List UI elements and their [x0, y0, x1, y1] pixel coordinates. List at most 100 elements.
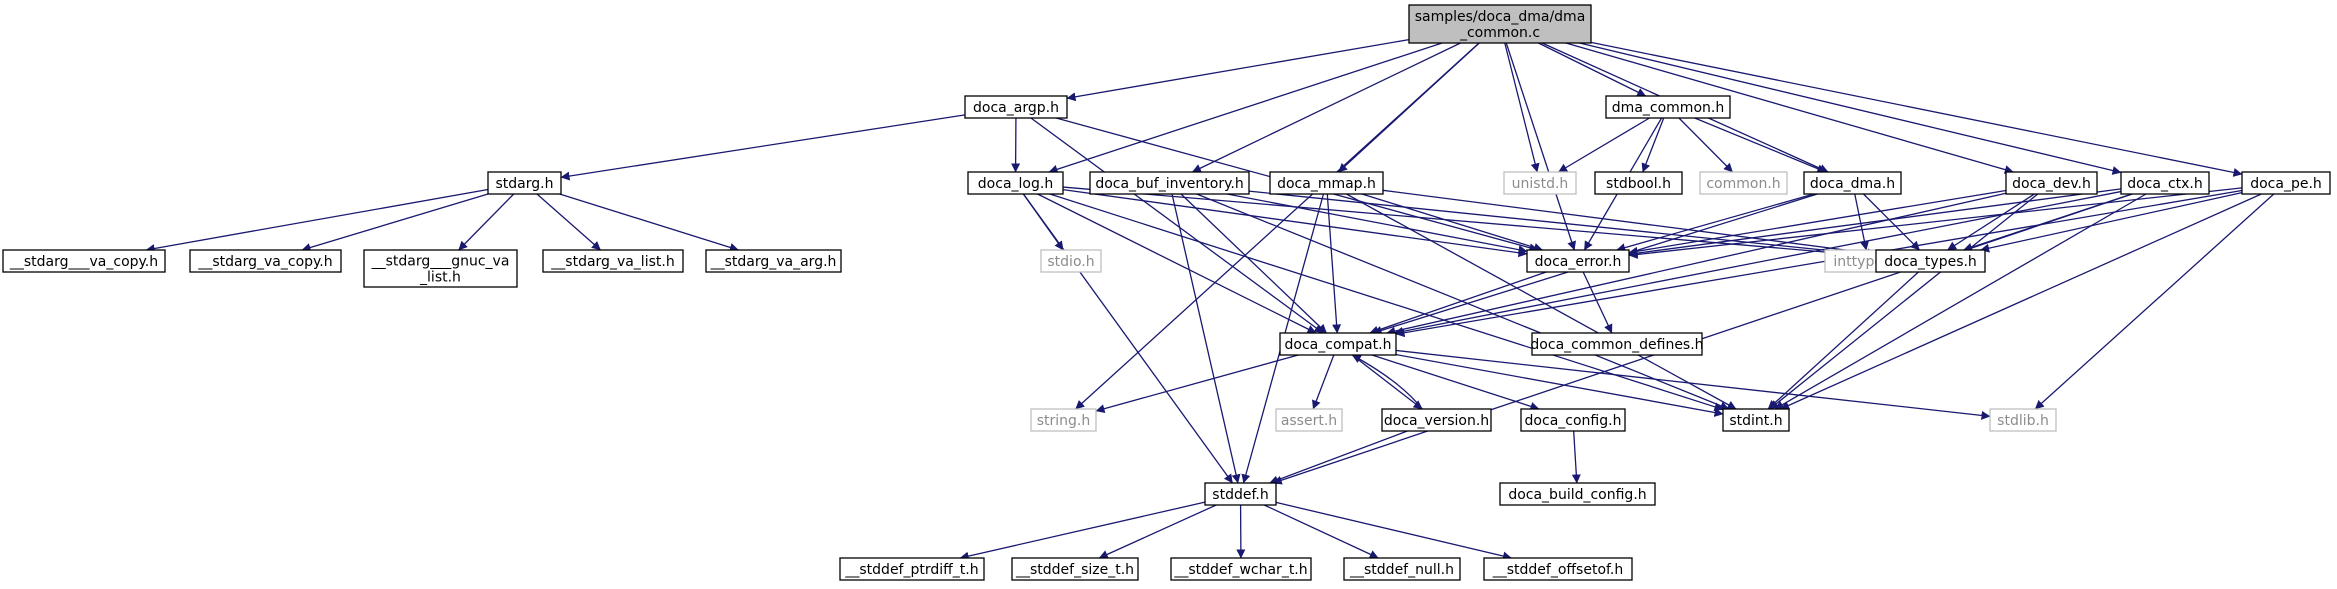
node-box-stdarg-va-arg: [705, 249, 842, 273]
node-doca-version[interactable]: doca_version.h: [1381, 408, 1492, 432]
edge-doca-buf-inventory-to-stddef: [1171, 193, 1241, 484]
node-doca-mmap[interactable]: doca_mmap.h: [1269, 171, 1384, 195]
node-box-stdlib: [1989, 408, 2057, 432]
node-label-doca-buf-inventory: doca_buf_inventory.h: [1095, 176, 1243, 192]
node-label-stddef: stddef.h: [1212, 487, 1268, 503]
edge-root-to-doca-log: [1048, 42, 1443, 174]
node-label-doca-compat: doca_compat.h: [1285, 337, 1392, 353]
edge-stddef-to-stddef-null: [1263, 504, 1379, 559]
node-stdarg-va-copy[interactable]: __stdarg_va_copy.h: [189, 249, 342, 273]
edge-doca-log-to-doca-error: [1062, 188, 1528, 258]
edge-doca-dev-to-stdint: [1769, 193, 2039, 410]
edge-doca-mmap-to-doca-compat: [1326, 193, 1342, 334]
node-label-root: _common.c: [1459, 25, 1540, 41]
node-stdarg[interactable]: stdarg.h: [487, 171, 562, 195]
node-unistd: unistd.h: [1503, 171, 1577, 195]
node-stdarg-va-arg[interactable]: __stdarg_va_arg.h: [705, 249, 842, 273]
node-label-common-h: common.h: [1706, 176, 1780, 192]
node-stdlib: stdlib.h: [1989, 408, 2057, 432]
node-stdarg-va-copy-u[interactable]: __stdarg___va_copy.h: [2, 249, 166, 273]
node-doca-error[interactable]: doca_error.h: [1526, 249, 1630, 273]
edge-doca-error-to-doca-compat: [1369, 271, 1547, 335]
node-stddef-ptrdiff[interactable]: __stddef_ptrdiff_t.h: [839, 557, 985, 581]
node-stdarg-va-list[interactable]: __stdarg_va_list.h: [542, 249, 684, 273]
node-label-stddef-size: __stddef_size_t.h: [1015, 562, 1134, 578]
node-stddef-size[interactable]: __stddef_size_t.h: [1011, 557, 1139, 581]
edge-doca-log-to-doca-types: [1062, 186, 1877, 261]
edge-doca-dev-to-doca-compat: [1386, 192, 2007, 336]
node-doca-build-config[interactable]: doca_build_config.h: [1499, 482, 1656, 506]
edge-doca-pe-to-stdlib: [2034, 193, 2275, 410]
node-box-stddef-wchar: [1170, 557, 1312, 581]
edge-dma-common-h-to-common-h: [1678, 117, 1734, 173]
node-label-stdio: stdio.h: [1047, 254, 1094, 270]
node-stddef-null[interactable]: __stddef_null.h: [1343, 557, 1461, 581]
node-doca-log[interactable]: doca_log.h: [967, 171, 1064, 195]
node-doca-pe[interactable]: doca_pe.h: [2241, 171, 2331, 195]
node-label-stdarg-gnuc: __stdarg___gnuc_va: [371, 254, 510, 270]
node-doca-argp[interactable]: doca_argp.h: [964, 95, 1068, 119]
node-box-dma-common-h: [1605, 95, 1731, 119]
node-label-stdarg-gnuc: _list.h: [419, 270, 461, 286]
edge-doca-mmap-to-doca-types: [1382, 189, 1877, 258]
edge-doca-dma-to-doca-error: [1616, 193, 1814, 252]
node-stddef-offsetof[interactable]: __stddef_offsetof.h: [1483, 557, 1633, 581]
node-stdarg-gnuc[interactable]: __stdarg___gnuc_va_list.h: [363, 249, 518, 288]
node-box-string-h: [1030, 408, 1097, 432]
node-box-common-h: [1699, 171, 1788, 195]
edge-doca-pe-to-stdint: [1780, 193, 2262, 410]
edge-root-to-doca-mmap: [1338, 42, 1480, 173]
edge-root-to-doca-pe: [1590, 41, 2243, 177]
node-box-doca-buf-inventory: [1089, 171, 1250, 195]
edge-doca-log-to-stddef: [1022, 193, 1234, 484]
node-box-doca-log: [967, 171, 1064, 195]
edges-layer: [145, 38, 2275, 561]
edge-stddef-to-stddef-size: [1098, 504, 1217, 559]
node-box-root: [1408, 4, 1592, 44]
edge-doca-dma-to-doca-types: [1863, 193, 1920, 251]
node-label-stdlib: stdlib.h: [1997, 413, 2049, 429]
node-doca-buf-inventory[interactable]: doca_buf_inventory.h: [1089, 171, 1250, 195]
edge-doca-compat-to-doca-version: [1351, 354, 1423, 410]
node-doca-dma[interactable]: doca_dma.h: [1803, 171, 1902, 195]
node-label-doca-build-config: doca_build_config.h: [1508, 487, 1646, 503]
node-box-stdarg-va-copy: [189, 249, 342, 273]
node-label-doca-config: doca_config.h: [1525, 413, 1622, 429]
edge-dma-common-h-to-unistd: [1558, 117, 1650, 173]
node-root[interactable]: samples/doca_dma/dma_common.c: [1408, 4, 1592, 44]
node-label-stddef-null: __stddef_null.h: [1349, 562, 1454, 578]
node-assert-h: assert.h: [1275, 408, 1343, 432]
node-stdint[interactable]: stdint.h: [1722, 408, 1790, 432]
edge-stdarg-to-stdarg-va-arg: [559, 193, 739, 252]
node-label-string-h: string.h: [1037, 413, 1091, 429]
node-label-dma-common-h: dma_common.h: [1612, 100, 1724, 116]
node-stddef[interactable]: stddef.h: [1204, 482, 1277, 506]
node-box-stdarg-va-list: [542, 249, 684, 273]
node-doca-ctx[interactable]: doca_ctx.h: [2120, 171, 2210, 195]
node-box-stdarg: [487, 171, 562, 195]
node-box-doca-argp: [964, 95, 1068, 119]
node-doca-types[interactable]: doca_types.h: [1875, 249, 1986, 273]
node-stddef-wchar[interactable]: __stddef_wchar_t.h: [1170, 557, 1312, 581]
node-box-doca-build-config: [1499, 482, 1656, 506]
node-label-unistd: unistd.h: [1512, 176, 1569, 192]
node-box-stddef-offsetof: [1483, 557, 1633, 581]
edge-doca-buf-inventory-to-doca-compat: [1180, 193, 1327, 334]
node-label-doca-pe: doca_pe.h: [2250, 176, 2322, 192]
nodes-layer: samples/doca_dma/dma_common.c doca_argp.h…: [2, 4, 2331, 581]
node-dma-common-h[interactable]: dma_common.h: [1605, 95, 1731, 119]
node-doca-config[interactable]: doca_config.h: [1520, 408, 1626, 432]
node-label-stdint: stdint.h: [1729, 413, 1782, 429]
edge-doca-compat-to-string-h: [1095, 354, 1299, 414]
edge-doca-compat-to-stdlib: [1395, 349, 1991, 420]
node-doca-dev[interactable]: doca_dev.h: [2005, 171, 2098, 195]
node-label-doca-log: doca_log.h: [978, 176, 1053, 192]
node-stdbool[interactable]: stdbool.h: [1594, 171, 1683, 195]
edge-root-to-unistd: [1504, 42, 1540, 173]
node-doca-common-defines[interactable]: doca_common_defines.h: [1530, 332, 1704, 356]
node-label-stdarg-va-list: __stdarg_va_list.h: [550, 254, 674, 270]
node-doca-compat[interactable]: doca_compat.h: [1279, 332, 1397, 356]
edge-stdarg-to-stdarg-va-copy: [301, 193, 489, 252]
edge-stdarg-to-stdarg-gnuc: [458, 193, 515, 251]
